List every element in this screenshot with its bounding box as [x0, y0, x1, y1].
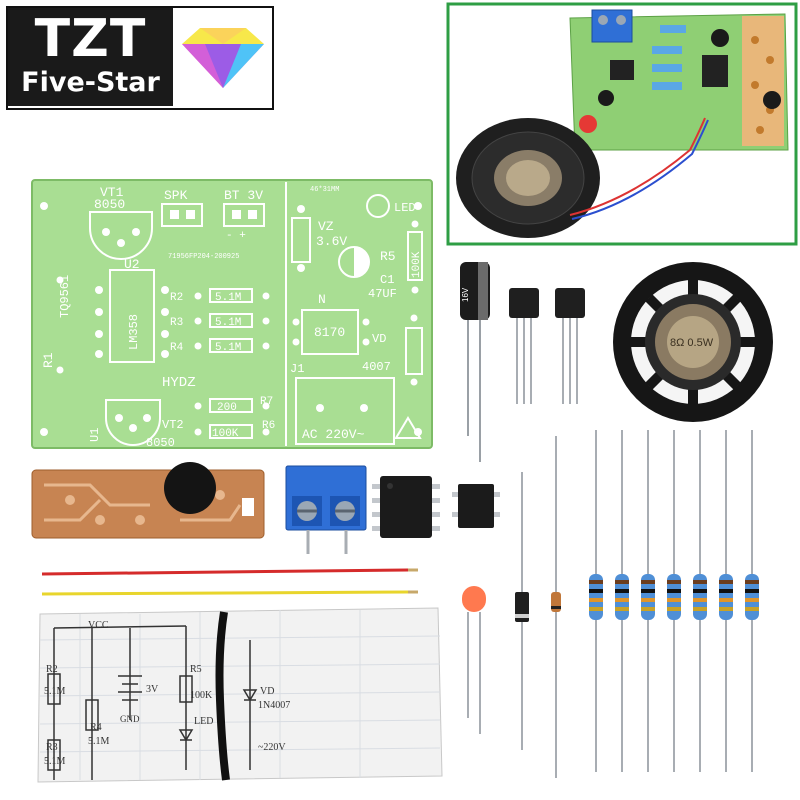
schematic-r5: R5: [190, 664, 202, 675]
pcb-j1-label: J1: [290, 362, 304, 376]
jumper-wires: [41, 568, 418, 596]
speaker: 8Ω 0.5W: [613, 262, 773, 422]
pcb-r2-value: 5.1M: [215, 292, 241, 304]
schematic-r5-value: 100K: [190, 690, 213, 701]
pcb-r1-label: R1: [41, 352, 56, 368]
schematic-r2-value: 5.1M: [44, 686, 66, 697]
schematic-sheet: VCC R2 5.1M R3 5.1M R4 5.1M 3V GND R5 10…: [37, 607, 443, 783]
transistor-pair: [509, 288, 585, 404]
pcb-r3-value: 5.1M: [215, 317, 241, 329]
pcb-bt-label: BT 3V: [224, 188, 263, 203]
schematic-vd-part: 1N4007: [258, 700, 290, 711]
pcb-vt2-label: VT2: [162, 418, 184, 432]
optocoupler-chip: [452, 484, 500, 528]
pcb-led-label: LED: [394, 201, 416, 215]
pcb-r3-label: R3: [170, 317, 183, 329]
pcb-c1-value: 47UF: [368, 287, 397, 301]
zener-diode: [551, 436, 561, 778]
pcb-r7-value: 200: [217, 402, 237, 414]
pcb-board: VT1 8050 SPK BT 3V - + 46*31MM VZ 3.6V L…: [31, 179, 433, 450]
speaker-center-label: 8Ω 0.5W: [670, 337, 714, 349]
resistor: [641, 430, 655, 772]
pcb-r2-label: R2: [170, 292, 183, 304]
schematic-r3-value: 5.1M: [44, 756, 66, 767]
pcb-tq-label: TQ9561: [58, 275, 72, 318]
pcb-r6-value: 100K: [212, 428, 239, 440]
terminal-block: [285, 465, 367, 554]
resistor: [693, 430, 707, 772]
pcb-ic-label: LM358: [127, 314, 141, 350]
pcb-vz-label: VZ: [318, 219, 334, 234]
rubber-band: [215, 611, 230, 781]
red-led: [462, 586, 486, 734]
schematic-battery: 3V: [146, 684, 159, 695]
pcb-vt1-label: VT1: [100, 185, 124, 200]
sound-module-board: [31, 462, 265, 539]
schematic-r4-value: 5.1M: [88, 736, 110, 747]
pcb-r6-label: R6: [262, 420, 275, 432]
pcb-vt2-part: 8050: [146, 436, 175, 450]
capacitor-voltage: 16V: [461, 287, 470, 302]
electrolytic-capacitor: 16V: [460, 262, 490, 462]
schematic-vd: VD: [260, 686, 274, 697]
resistor-set: [589, 430, 759, 772]
pcb-vd-part: 4007: [362, 360, 391, 374]
schematic-r2: R2: [46, 664, 58, 675]
pcb-spk-label: SPK: [164, 188, 188, 203]
pcb-vz-value: 3.6V: [316, 234, 347, 249]
pcb-batch-code: 71956FP204-200925: [168, 253, 239, 261]
pcb-r4-value: 5.1M: [215, 342, 241, 354]
schematic-r4: R4: [90, 722, 102, 733]
pcb-r5-label: R5: [380, 249, 396, 264]
resistor: [745, 430, 759, 772]
schematic-ac: ~220V: [258, 742, 286, 753]
pcb-r4-label: R4: [170, 342, 184, 354]
schematic-led: LED: [194, 716, 213, 727]
pcb-u1-label: U1: [88, 428, 102, 442]
pcb-hydz-label: HYDZ: [162, 375, 196, 391]
pcb-c1-label: C1: [380, 273, 394, 287]
resistor: [719, 430, 733, 772]
pcb-n-part: 8170: [314, 325, 345, 340]
pcb-vt1-part: 8050: [94, 197, 125, 212]
schematic-gnd: GND: [120, 714, 140, 724]
pcb-size-note: 46*31MM: [310, 186, 339, 194]
pcb-r5-value: 100K: [411, 251, 423, 278]
pcb-ac-label: AC 220V~: [302, 427, 365, 442]
pcb-vd-label: VD: [372, 332, 386, 346]
pcb-n-label: N: [318, 292, 326, 307]
logo-tagline: Five-Star: [21, 67, 160, 98]
assembled-kit-photo: [446, 2, 798, 246]
schematic-r3: R3: [46, 742, 58, 753]
pcb-r7-label: R7: [260, 396, 273, 408]
pcb-bt-polarity: - +: [226, 230, 246, 242]
resistor: [615, 430, 629, 772]
rectifier-diode: [515, 472, 529, 750]
pcb-u2-label: U2: [124, 257, 140, 272]
dip8-chip: [372, 476, 440, 538]
resistor: [589, 430, 603, 772]
logo-brand: TZT: [34, 9, 147, 69]
logo-panel: [8, 8, 173, 106]
resistor: [667, 430, 681, 772]
schematic-vcc: VCC: [88, 620, 109, 631]
